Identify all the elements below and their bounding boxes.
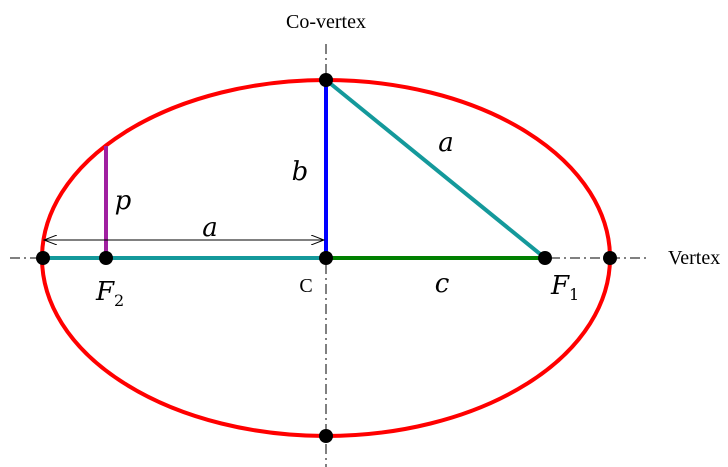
semi-latus-rectum-label: p	[115, 186, 132, 216]
focus-2-letter: F	[95, 277, 115, 307]
focus-2-subscript: 2	[114, 291, 124, 310]
semi-major-label: a	[202, 213, 218, 243]
focus-1-letter: F	[550, 271, 570, 301]
hypotenuse-segment	[324, 78, 547, 260]
focus-1-subscript: 1	[569, 285, 579, 304]
focal-distance-label: c	[435, 269, 450, 299]
center-label: C	[299, 275, 312, 297]
vertex-right-point	[603, 251, 617, 265]
vertex-left-point	[36, 251, 50, 265]
co-vertex-bottom-point	[319, 429, 333, 443]
co-vertex-label: Co-vertex	[286, 11, 366, 33]
hypotenuse-label: a	[438, 128, 454, 158]
focus-2-label: F 2	[95, 277, 124, 310]
focus-2-point	[99, 251, 113, 265]
vertex-label: Vertex	[668, 247, 720, 269]
semi-minor-label: b	[292, 157, 309, 187]
focus-1-label: F 1	[550, 271, 579, 304]
focus-1-point	[538, 251, 552, 265]
center-point	[319, 251, 333, 265]
co-vertex-top-point	[319, 73, 333, 87]
